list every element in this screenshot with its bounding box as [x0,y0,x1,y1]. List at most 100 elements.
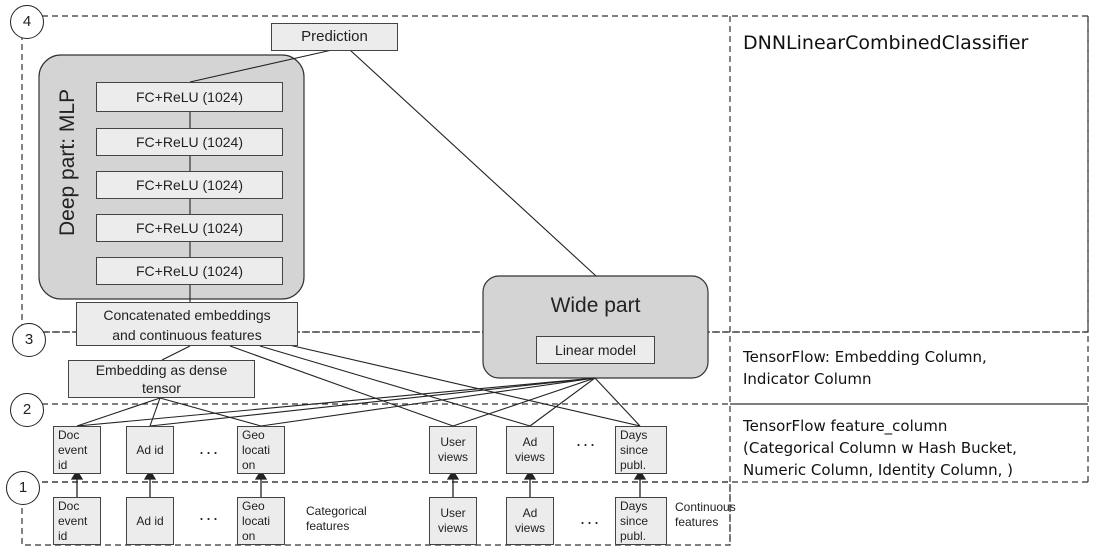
feature-text: views [437,450,468,464]
feature-text: User [440,435,466,449]
layer-badge-4: 4 [10,5,44,39]
fc-feature-ad-views: Ad views [506,426,554,474]
line-pred-deep [189,49,333,83]
line-wide-user [452,377,596,427]
fc-layer-1: FC+ReLU (1024) [96,82,283,112]
feature-text: event [58,513,88,528]
fc-layer-5: FC+ReLU (1024) [96,257,283,285]
line-wide-doc [76,377,596,427]
feature-text: User [440,506,466,520]
annotation-line: (Categorical Column w Hash Bucket, [743,439,1017,457]
arrow-adv [523,469,537,480]
feature-text: Ad id [136,513,164,528]
line-geo-emb [159,397,262,427]
annotation-line: TensorFlow: Embedding Column, [743,348,987,366]
annotation-line: TensorFlow feature_column [743,417,948,435]
concat-box: Concatenated embeddings and continuous f… [76,302,298,346]
raw-feature-user-views: User views [429,497,477,545]
label-text: features [675,515,719,529]
embedding-line-2: tensor [142,380,181,396]
feature-text: Ad [522,506,538,520]
feature-text: views [514,521,545,535]
raw-feature-ad-id: Ad id [126,497,174,545]
arrow-ad [143,469,157,480]
feature-text: views [437,521,468,535]
arrow-days [633,469,647,480]
line-concat-adv [259,345,531,427]
ellipsis-fc-2: ... [576,430,598,450]
feature-text: id [58,457,68,472]
raw-feature-ad-views: Ad views [506,497,554,545]
feature-text: publ. [620,528,647,543]
ellipsis-raw-1: ... [199,504,221,524]
feature-text: Geo [242,498,265,513]
linear-model-label: Linear model [555,342,636,358]
raw-feature-geo-location: Geo locati on [237,497,285,545]
feature-text: Days [620,427,648,442]
annotation-line: Indicator Column [743,370,872,388]
feature-text: Geo [242,427,265,442]
fc-feature-doc-event-id: Doc event id [53,426,101,474]
feature-text: Doc [58,498,80,513]
layer-badge-2: 2 [10,393,44,427]
prediction-label: Prediction [301,28,368,45]
deep-part-label: Deep part: MLP [56,89,79,236]
diagram-title: DNNLinearCombinedClassifier [743,32,1029,54]
continuous-features-label: Continuous features [675,500,736,530]
layer-3-annotation: TensorFlow: Embedding Column, Indicator … [743,346,987,390]
feature-text: event [58,442,88,457]
concat-line-2: and continuous features [112,327,262,343]
feature-text: on [242,457,256,472]
line-wide-days [594,377,641,427]
arrow-user [446,469,460,480]
feature-text: locati [242,513,271,528]
prediction-box: Prediction [271,23,398,51]
layer-badge-3: 3 [12,323,46,357]
line-concat-user [229,345,454,427]
line-concat-days [275,341,641,427]
feature-text: id [58,528,68,543]
raw-feature-doc-event-id: Doc event id [53,497,101,545]
arrow-geo [254,469,268,480]
fc-feature-user-views: User views [429,426,477,474]
arrow-doc [70,469,84,480]
feature-text: views [514,450,545,464]
fc-layer-3: FC+ReLU (1024) [96,171,283,199]
label-text: Continuous [675,500,736,514]
line-wide-geo [260,377,596,427]
layer-2-annotation: TensorFlow feature_column (Categorical C… [743,415,1017,481]
feature-text: Doc [58,427,80,442]
line-doc-emb [76,397,161,427]
label-text: features [306,519,350,533]
feature-text: on [242,528,256,543]
line-pred-wide [349,49,597,277]
feature-text: Ad id [136,442,164,457]
feature-text: Ad [522,435,538,449]
label-text: Categorical [306,504,367,518]
annotation-line: Numeric Column, Identity Column, ) [743,461,1013,479]
embedding-line-1: Embedding as dense [95,362,228,378]
fc-layer-4: FC+ReLU (1024) [96,214,283,242]
fc-layer-2: FC+ReLU (1024) [96,128,283,156]
line-emb-concat [161,345,191,361]
feature-text: Days [620,498,648,513]
feature-text: since [620,513,649,528]
layer-badge-1: 1 [6,471,40,505]
feature-text: publ. [620,457,647,472]
fc-feature-geo-location: Geo locati on [237,426,285,474]
line-wide-ad [149,377,596,427]
line-wide-adv [529,377,596,427]
embedding-box: Embedding as dense tensor [68,360,255,398]
fc-feature-ad-id: Ad id [126,426,174,474]
raw-feature-days-since-publ: Days since publ. [615,497,667,545]
line-ad-emb [149,397,161,427]
categorical-features-label: Categorical features [306,504,367,534]
wide-part-title: Wide part [550,294,641,317]
feature-text: since [620,442,649,457]
linear-model-box: Linear model [536,336,655,364]
fc-feature-days-since-publ: Days since publ. [615,426,667,474]
concat-line-1: Concatenated embeddings [103,307,271,323]
feature-text: locati [242,442,271,457]
ellipsis-fc-1: ... [199,438,221,458]
ellipsis-raw-2: ... [580,508,602,528]
